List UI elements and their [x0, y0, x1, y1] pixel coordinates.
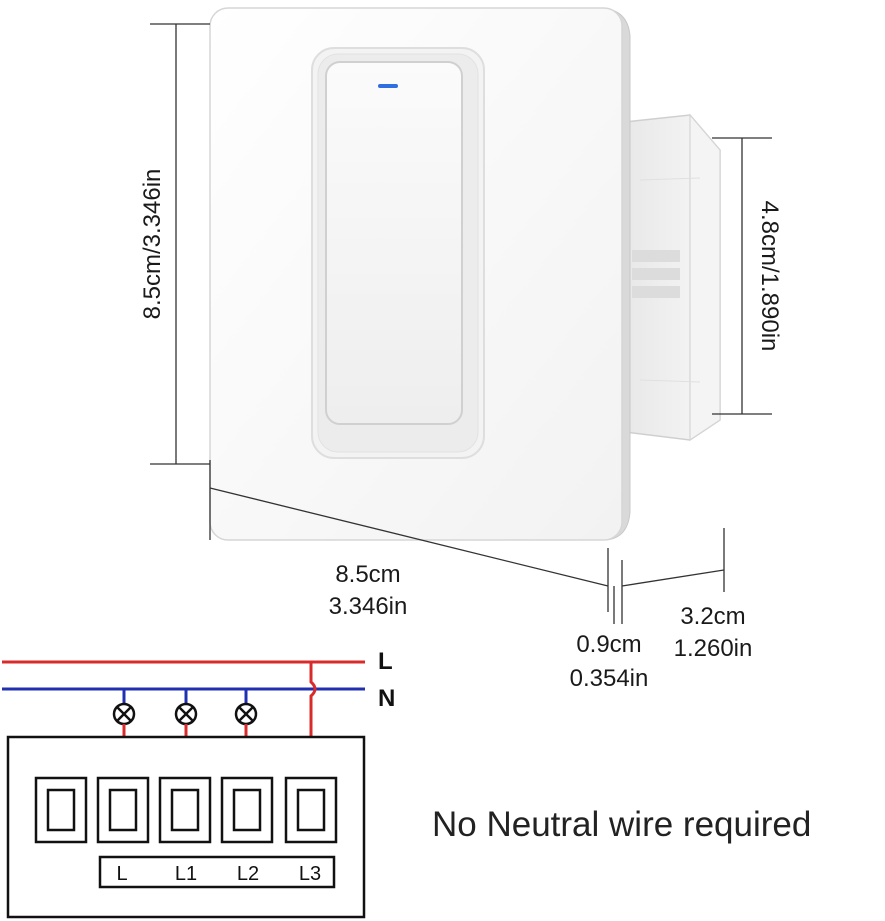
switch-module — [284, 776, 338, 844]
switch-module — [220, 776, 274, 844]
live-label: L — [378, 648, 393, 675]
back-box — [624, 113, 721, 442]
width-cm-label: 8.5cm — [335, 561, 400, 588]
neutral-label: N — [378, 685, 395, 712]
lamp-icon — [112, 702, 136, 726]
terminal-label: L1 — [175, 863, 197, 885]
total-cm-label: 3.2cm — [680, 603, 745, 630]
switch-product — [209, 7, 721, 541]
switch-module — [158, 776, 212, 844]
dimension-lines — [150, 23, 772, 624]
switch-module — [34, 776, 88, 844]
plate-in-label: 0.354in — [570, 665, 649, 692]
terminal-label: L — [116, 863, 127, 885]
no-neutral-note: No Neutral wire required — [432, 805, 811, 844]
lamp-icon — [234, 702, 258, 726]
terminal-label: L2 — [237, 863, 259, 885]
plate-cm-label: 0.9cm — [576, 631, 641, 658]
depth-back-label: 4.8cm/1.890in — [756, 201, 783, 352]
width-in-label: 3.346in — [329, 593, 408, 620]
total-in-label: 1.260in — [674, 635, 753, 662]
dimension-labels: 8.5cm/3.346in 4.8cm/1.890in 8.5cm 3.346i… — [139, 169, 783, 692]
terminal-strip — [98, 855, 336, 889]
rocker-button — [325, 61, 463, 425]
switch-module — [96, 776, 150, 844]
indicator-light — [378, 84, 398, 88]
terminal-label: L3 — [299, 863, 321, 885]
lamp-icon — [174, 702, 198, 726]
height-label: 8.5cm/3.346in — [139, 169, 166, 320]
wiring-diagram: L N — [2, 648, 811, 919]
